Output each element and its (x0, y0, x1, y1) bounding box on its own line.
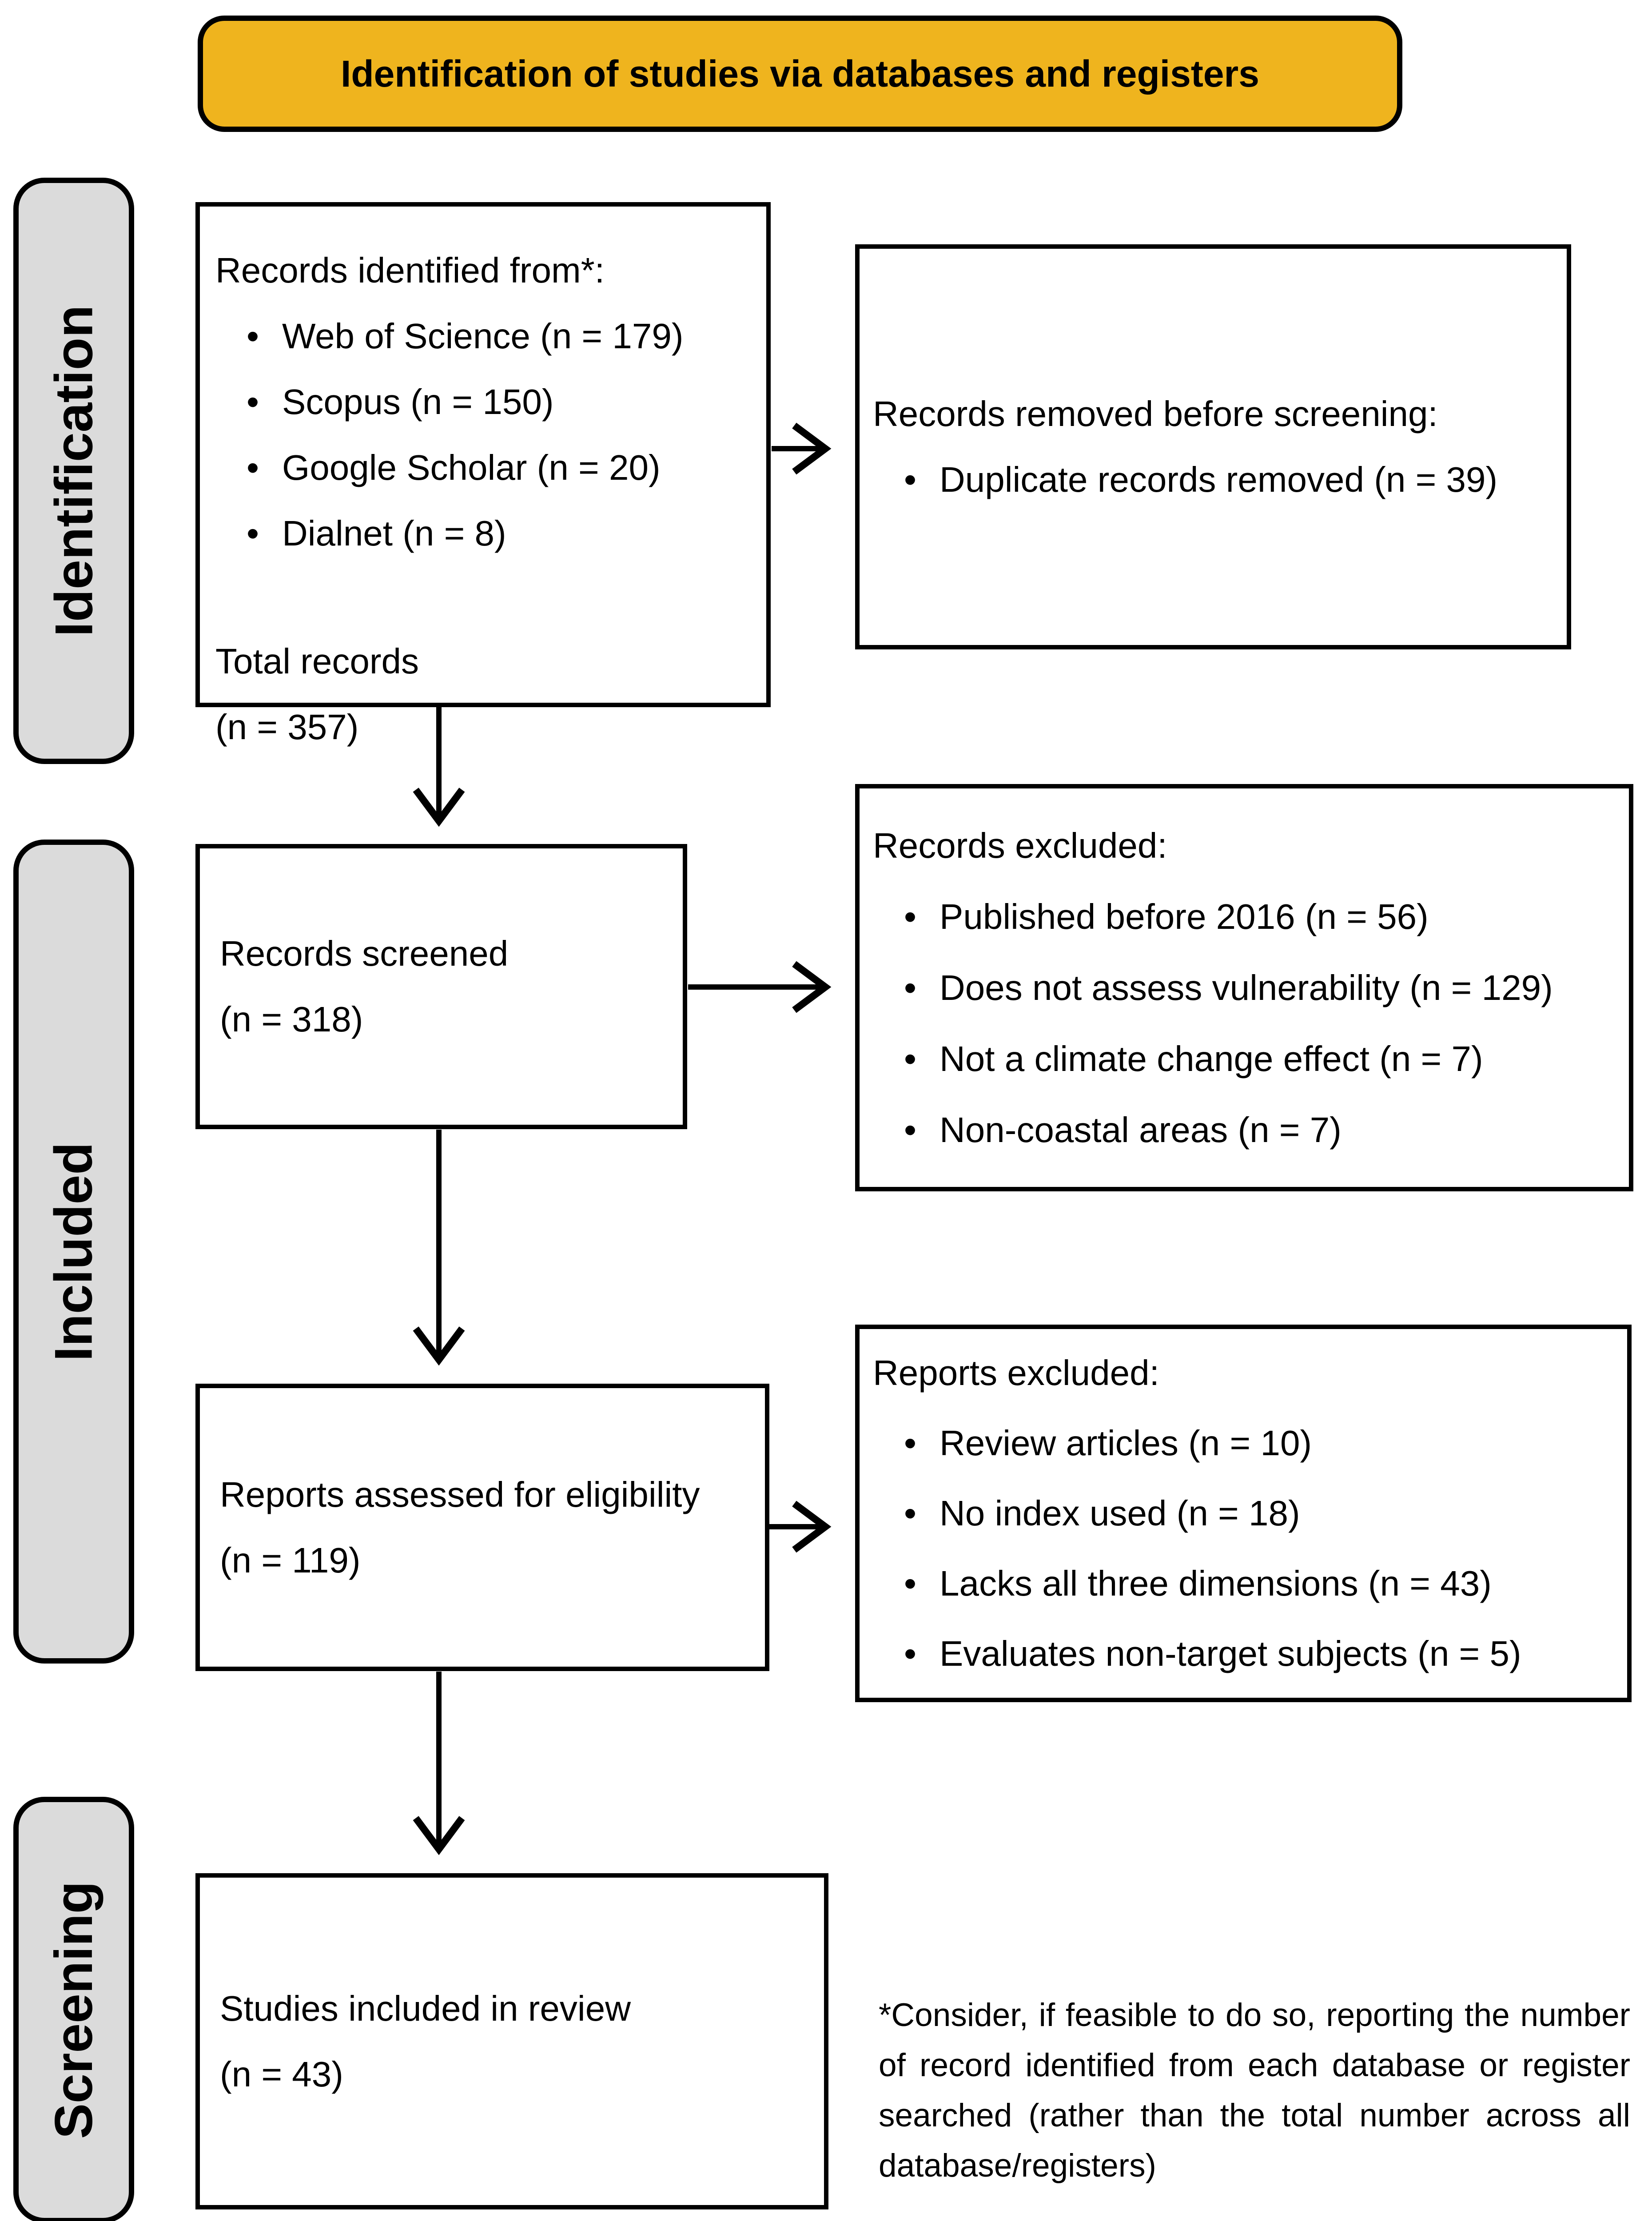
stage-label-identification: Identification (13, 178, 134, 764)
stage-label-screening: Screening (13, 1797, 134, 2221)
list-item: Does not assess vulnerability (n = 129) (873, 952, 1624, 1023)
diagram-title-text: Identification of studies via databases … (341, 52, 1259, 95)
list-item: Published before 2016 (n = 56) (873, 881, 1624, 952)
spacer (215, 566, 757, 629)
arrow-assessed-to-reports-excluded (768, 1501, 832, 1553)
box-reports-assessed: Reports assessed for eligibility (n = 11… (195, 1384, 769, 1671)
studies-included-line2: (n = 43) (220, 2054, 343, 2094)
list-item: Evaluates non-target subjects (n = 5) (873, 1619, 1623, 1689)
list-item: Duplicate records removed (n = 39) (873, 447, 1558, 513)
arrow-screened-to-assessed (413, 1130, 465, 1366)
list-item: Scopus (n = 150) (215, 369, 757, 435)
records-excluded-list: Published before 2016 (n = 56) Does not … (873, 881, 1624, 1166)
records-removed-list: Duplicate records removed (n = 39) (873, 447, 1558, 513)
records-identified-total: Total records (215, 641, 419, 681)
footnote: *Consider, if feasible to do so, reporti… (879, 1997, 1630, 2184)
reports-assessed-line2: (n = 119) (220, 1540, 361, 1580)
records-excluded-header: Records excluded: (873, 825, 1167, 865)
stage-label-included: Included (13, 840, 134, 1664)
box-records-screened: Records screened (n = 318) (195, 844, 687, 1129)
list-item: Lacks all three dimensions (n = 43) (873, 1548, 1623, 1619)
reports-excluded-list: Review articles (n = 10) No index used (… (873, 1408, 1623, 1689)
box-reports-excluded: Reports excluded: Review articles (n = 1… (855, 1325, 1632, 1702)
box-studies-included: Studies included in review (n = 43) (195, 1873, 828, 2209)
list-item: Review articles (n = 10) (873, 1408, 1623, 1478)
box-records-excluded: Records excluded: Published before 2016 … (855, 784, 1633, 1191)
records-identified-header: Records identified from*: (215, 251, 605, 290)
diagram-title: Identification of studies via databases … (198, 16, 1402, 132)
list-item: Non-coastal areas (n = 7) (873, 1095, 1624, 1166)
arrow-screened-to-excluded (688, 961, 832, 1013)
records-identified-total-n: (n = 357) (215, 707, 359, 747)
list-item: No index used (n = 18) (873, 1478, 1623, 1548)
list-item: Google Scholar (n = 20) (215, 435, 757, 501)
records-screened-line2: (n = 318) (220, 999, 363, 1039)
stage-label-identification-text: Identification (44, 305, 104, 637)
records-removed-header: Records removed before screening: (873, 394, 1438, 434)
reports-excluded-header: Reports excluded: (873, 1353, 1159, 1393)
list-item: Not a climate change effect (n = 7) (873, 1023, 1624, 1095)
reports-assessed-line1: Reports assessed for eligibility (220, 1474, 700, 1514)
arrow-assessed-to-included (413, 1672, 465, 1855)
records-screened-line1: Records screened (220, 934, 509, 973)
records-identified-list: Web of Science (n = 179) Scopus (n = 150… (215, 303, 757, 566)
arrow-identified-to-removed (772, 422, 832, 475)
stage-label-included-text: Included (44, 1142, 104, 1361)
list-item: Dialnet (n = 8) (215, 501, 757, 566)
stage-label-screening-text: Screening (44, 1881, 104, 2139)
list-item: Web of Science (n = 179) (215, 303, 757, 369)
studies-included-line1: Studies included in review (220, 1988, 631, 2028)
box-records-identified: Records identified from*: Web of Science… (195, 202, 771, 747)
box-records-removed: Records removed before screening: Duplic… (855, 244, 1571, 649)
